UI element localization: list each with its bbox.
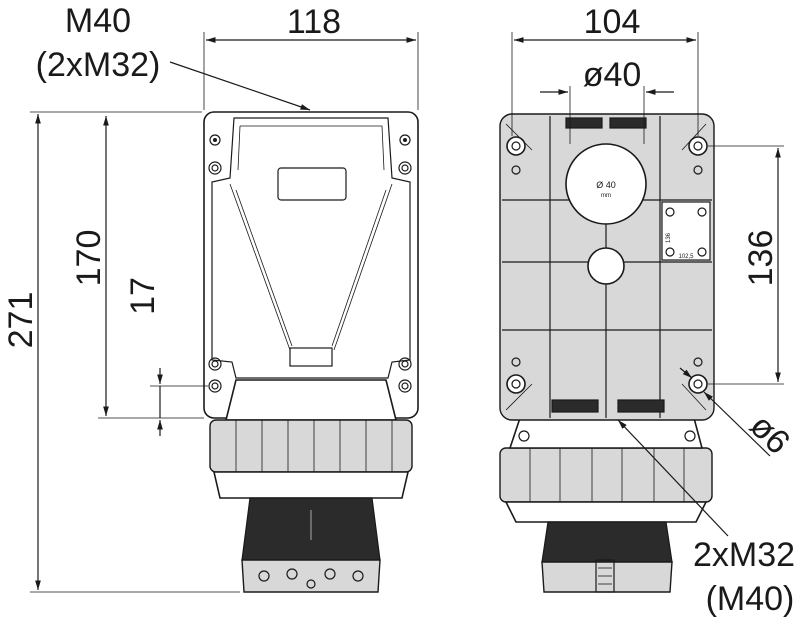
- label-136-small: 136: [666, 232, 672, 243]
- dim-118: 118: [203, 3, 419, 110]
- knockout-unit: mm: [601, 193, 611, 199]
- center-hole: [587, 247, 625, 285]
- cable-entry-alt-left: (2xM32): [36, 46, 161, 84]
- dim-104-label: 104: [584, 3, 641, 41]
- label-1025-small: 102,5: [678, 254, 694, 260]
- dim-271: 271: [2, 111, 240, 593]
- hole-top-right: [688, 136, 708, 156]
- funnel-lines: [229, 183, 393, 351]
- dim-170: 170: [70, 116, 204, 419]
- hole-bottom-right: [688, 374, 708, 394]
- dim-17-label: 17: [124, 277, 162, 315]
- dim-d40: ø40: [540, 56, 674, 144]
- dim-118-label: 118: [287, 3, 341, 41]
- collar-left: [224, 379, 398, 421]
- screw-top-left: [209, 134, 221, 146]
- mounting-plate-left: [203, 111, 419, 419]
- dim-271-label: 271: [2, 292, 40, 349]
- left-view: [203, 111, 419, 593]
- screw-top-right: [399, 134, 411, 146]
- knockout-40: [565, 143, 647, 225]
- cable-entry-main-right: 2xM32: [693, 536, 795, 574]
- cable-entry-main-left: M40: [65, 2, 131, 40]
- dim-104: 104: [511, 3, 699, 136]
- callout-cable-entry-right: 2xM32 (M40): [617, 419, 795, 618]
- dim-136: 136: [708, 145, 784, 385]
- plug-body-right: [541, 521, 673, 563]
- cable-entry-alt-right: (M40): [706, 580, 795, 618]
- dim-d6-label: ø6: [742, 407, 797, 462]
- dim-17: 17: [124, 277, 208, 436]
- dim-d40-label: ø40: [583, 56, 642, 94]
- hole-top-left: [506, 136, 526, 156]
- callout-cable-entry-left: M40 (2xM32): [36, 2, 311, 111]
- hole-bottom-left: [506, 374, 526, 394]
- plug-face-left: [241, 559, 381, 593]
- dim-170-label: 170: [70, 230, 108, 287]
- knockout-label: Ø 40: [596, 180, 616, 190]
- dim-136-label: 136: [742, 230, 780, 287]
- right-view: Ø 40 mm 136 102,5: [499, 113, 715, 593]
- enclosure-box-left: [211, 117, 411, 379]
- coupling-ring-left: [209, 419, 413, 473]
- coupling-ring-right: [499, 447, 713, 503]
- label-window-left: [277, 167, 347, 201]
